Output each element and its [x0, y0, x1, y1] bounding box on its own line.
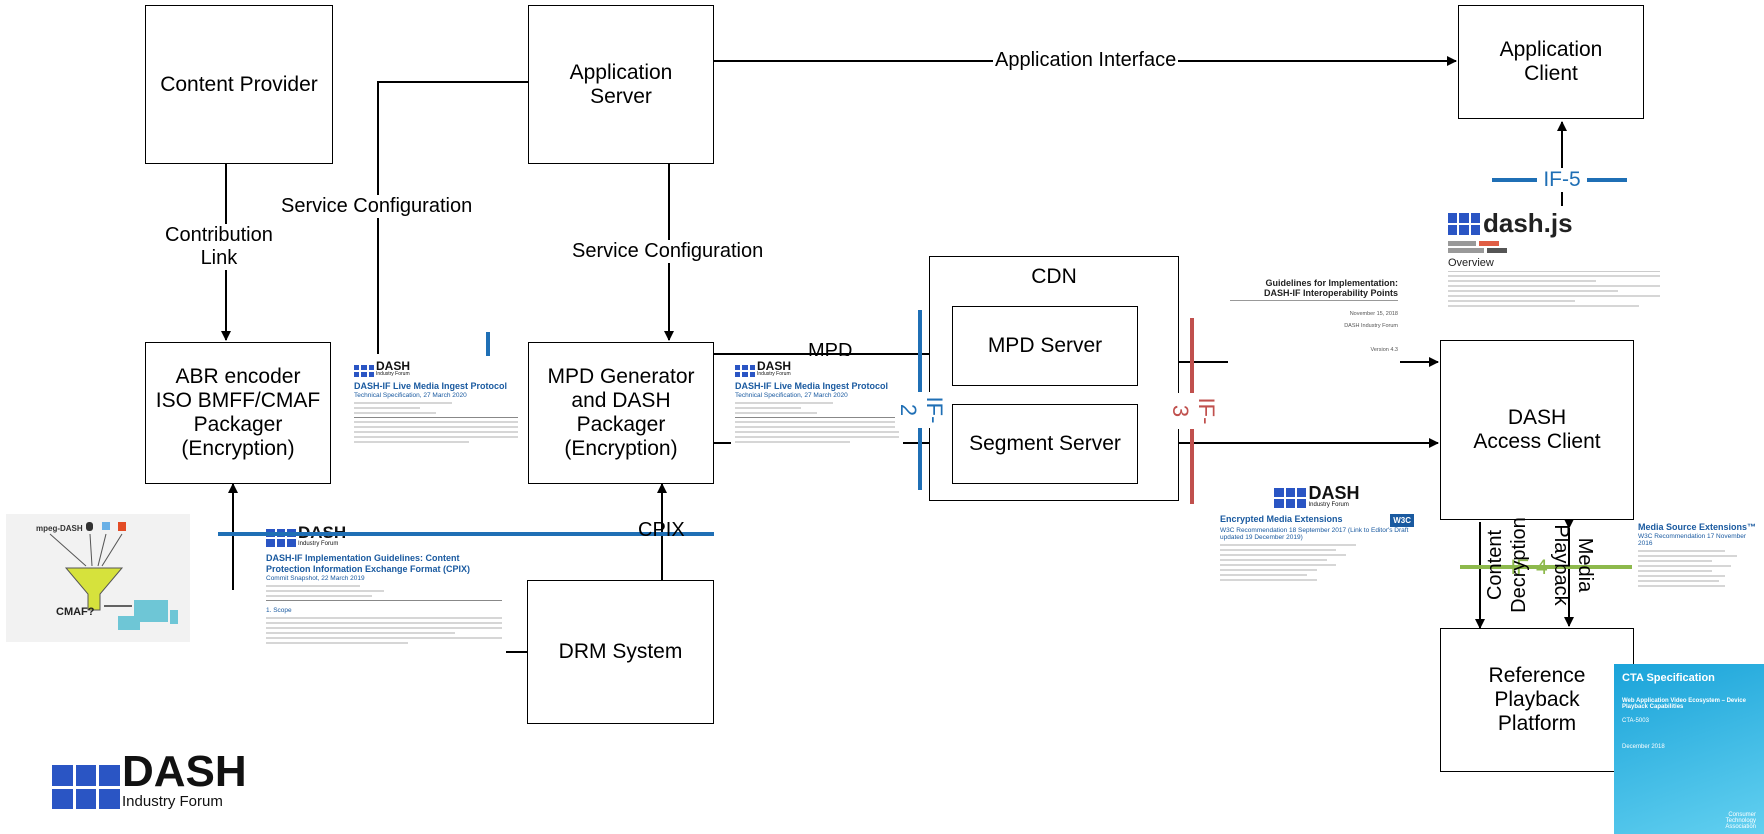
reference-playback-box: Reference Playback Platform [1440, 628, 1634, 772]
cta-doc-footer: Consumer Technology Association [1725, 812, 1756, 830]
application-server-box: Application Server [528, 5, 714, 164]
mse-doc-title: Media Source Extensions™ [1638, 522, 1757, 532]
dashjs-logo: dash.js [1448, 208, 1660, 239]
cpix-doc-section: 1. Scope [266, 607, 292, 614]
dash-access-client-label: DASH Access Client [1473, 406, 1601, 453]
cta-doc-subtitle: Web Application Video Ecosystem – Device… [1622, 698, 1746, 710]
dashjs-brand: dash.js [1483, 208, 1573, 238]
windows-icon [102, 522, 110, 530]
iop-guidelines-doc: Guidelines for Implementation: DASH-IF I… [1228, 276, 1400, 380]
phone-icon [170, 610, 178, 624]
dashjs-doc: dash.js Overview [1446, 206, 1662, 340]
mpd-generator-box: MPD Generator and DASH Packager (Encrypt… [528, 342, 714, 484]
if2-label: IF-2 [895, 392, 947, 428]
mpeg-dash-logo: mpeg-DASH [36, 524, 83, 533]
cmaf-graphic: mpeg-DASH CMAF? [6, 514, 190, 642]
media-playback-label: Media Playback [1550, 524, 1596, 606]
service-config-left-line [377, 81, 528, 354]
application-interface-label: Application Interface [993, 49, 1179, 72]
application-server-label: Application Server [569, 60, 673, 108]
main-logo-sub: Industry Forum [122, 793, 223, 810]
cmaf-question-label: CMAF? [56, 606, 95, 618]
cta-spec-doc: CTA Specification Web Application Video … [1614, 664, 1764, 834]
cta-doc-title: CTA Specification [1622, 672, 1715, 684]
content-provider-box: Content Provider [145, 5, 333, 164]
iop-doc-org: DASH Industry Forum [1344, 323, 1398, 329]
content-decryption-label: Content Decryption [1484, 517, 1530, 613]
abr-encoder-box: ABR encoder ISO BMFF/CMAF Packager (Encr… [145, 342, 331, 484]
apple-icon [86, 522, 93, 531]
ingest-doc-subtitle: Technical Specification, 27 March 2020 [735, 392, 848, 399]
reference-playback-label: Reference Playback Platform [1488, 664, 1586, 735]
funnel-icon [64, 567, 124, 611]
cpix-label: CPIX [638, 519, 685, 541]
tv-icon [134, 600, 168, 622]
eme-doc-title: Encrypted Media Extensions [1220, 514, 1343, 524]
mse-spec-doc: Media Source Extensions™ W3C Recommendat… [1636, 520, 1764, 650]
if3-label: IF-3 [1167, 393, 1219, 429]
iop-doc-version: Version 4.3 [1370, 347, 1398, 353]
main-logo-word: DASH [122, 747, 247, 796]
contribution-link-label: Contribution Link [165, 224, 273, 270]
dashjs-overview-heading: Overview [1448, 257, 1494, 269]
w3c-badge: W3C [1390, 514, 1414, 527]
application-client-box: Application Client [1458, 5, 1644, 119]
cta-doc-number: CTA-5003 [1622, 718, 1649, 724]
iop-doc-title: Guidelines for Implementation: DASH-IF I… [1263, 278, 1398, 298]
dash-if-main-logo: DASH Industry Forum [52, 750, 247, 809]
drm-system-label: DRM System [558, 640, 683, 663]
ingest-doc-subtitle: Technical Specification, 27 March 2020 [354, 392, 467, 399]
application-client-label: Application Client [1499, 38, 1603, 85]
if5-label: IF-5 [1537, 168, 1587, 192]
mpd-server-box: MPD Server [952, 306, 1138, 386]
segment-server-label: Segment Server [969, 432, 1121, 455]
mpd-server-label: MPD Server [987, 334, 1103, 357]
monitor-icon [118, 616, 140, 630]
drm-system-box: DRM System [527, 580, 714, 724]
cdn-label: CDN [1031, 265, 1077, 288]
iop-doc-date: November 15, 2018 [1349, 311, 1398, 317]
dash-access-client-box: DASH Access Client [1440, 340, 1634, 520]
segment-server-box: Segment Server [952, 404, 1138, 484]
service-config-mid-label: Service Configuration [572, 240, 764, 263]
cpix-doc-subtitle: Commit Snapshot, 22 March 2019 [266, 575, 365, 582]
html5-icon [118, 522, 126, 531]
cpix-doc-title: DASH-IF Implementation Guidelines: Conte… [266, 553, 471, 574]
mpd-generator-label: MPD Generator and DASH Packager (Encrypt… [547, 365, 695, 460]
content-provider-label: Content Provider [160, 72, 318, 96]
abr-encoder-label: ABR encoder ISO BMFF/CMAF Packager (Encr… [155, 365, 321, 460]
service-config-left-label: Service Configuration [281, 195, 473, 218]
cta-doc-date: December 2018 [1622, 744, 1665, 750]
ingest-doc-title: DASH-IF Live Media Ingest Protocol [735, 381, 889, 391]
ingest-doc-title: DASH-IF Live Media Ingest Protocol [354, 381, 508, 391]
eme-doc-subtitle: W3C Recommendation 18 September 2017 (Li… [1220, 527, 1409, 541]
mse-doc-subtitle: W3C Recommendation 17 November 2016 [1638, 533, 1747, 547]
